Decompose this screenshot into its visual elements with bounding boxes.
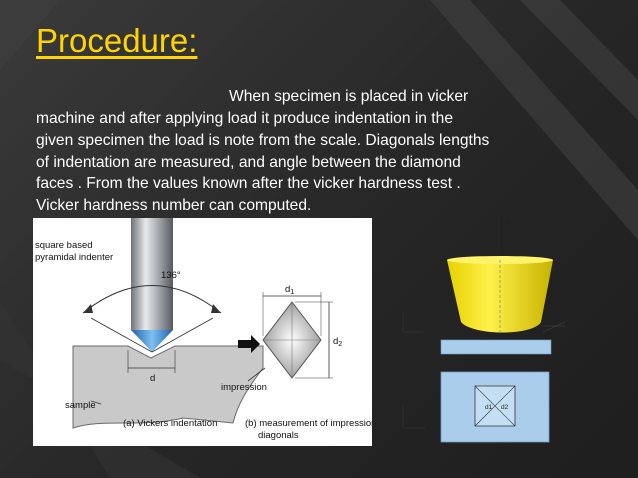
label-d1-right: d1 — [485, 404, 493, 411]
label-indenter-2: pyramidal indenter — [35, 252, 113, 263]
indenter-shaft — [131, 218, 173, 330]
vickers-diagram: square based pyramidal indenter 136° d d… — [33, 218, 376, 446]
specimen-plate — [440, 339, 552, 355]
arrow-right-icon — [238, 335, 260, 353]
label-x2: x — [427, 425, 431, 432]
indenter-tip — [131, 330, 173, 352]
vickers-diagram-drawing: square based pyramidal indenter 136° d d… — [35, 218, 376, 441]
caption-a: (a) Vickers indentation — [123, 418, 217, 429]
paragraph-line: faces . From the values known after the … — [36, 175, 461, 193]
label-impression: impression — [221, 382, 267, 393]
indenter-3d-figure: F 22° z x d1 d2 y — [393, 214, 578, 446]
slide-title: Procedure: — [36, 22, 198, 59]
label-f: F — [507, 221, 511, 228]
paragraph-line: of indentation are measured, and angle b… — [36, 153, 461, 171]
label-22: 22° — [561, 314, 572, 322]
paragraph-line: machine and after applying load it produ… — [36, 110, 453, 127]
caption-b-2: diagonals — [258, 430, 299, 441]
paragraph-line: Vicker hardness number can computed. — [36, 197, 312, 215]
label-y: y — [397, 405, 401, 412]
label-angle: 136° — [161, 270, 181, 281]
label-x: x — [425, 329, 429, 336]
force-arrow-icon — [497, 250, 505, 258]
caption-b: (b) measurement of impression — [245, 418, 372, 429]
angle-arc — [82, 285, 222, 314]
label-sample: sample — [65, 400, 96, 411]
paragraph: machine and after applying load it produ… — [36, 108, 489, 217]
label-d2-right: d2 — [501, 404, 509, 411]
label-indenter: square based — [35, 240, 93, 251]
label-d1: d1 — [285, 284, 294, 296]
sample-block — [72, 345, 264, 429]
label-d: d — [150, 373, 155, 384]
indenter-3d-drawing: F 22° z x d1 d2 y — [397, 216, 572, 443]
label-z: z — [397, 309, 400, 316]
paragraph-first-line: When specimen is placed in vicker — [229, 88, 469, 105]
paragraph-line: given specimen the load is note from the… — [36, 131, 490, 149]
label-d2: d2 — [333, 336, 342, 348]
